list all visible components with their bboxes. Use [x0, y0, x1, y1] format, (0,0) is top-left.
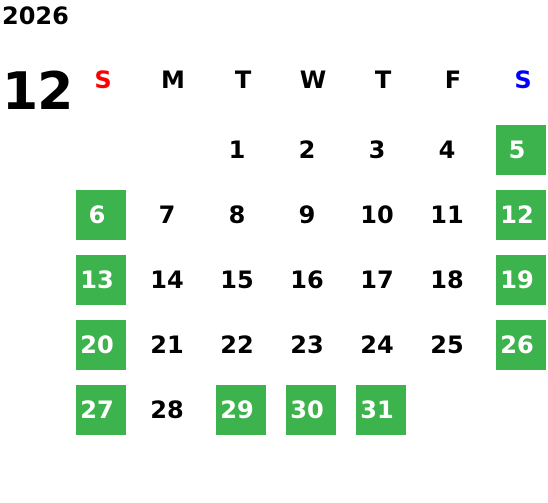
- calendar-day-holiday[interactable]: 31: [348, 385, 418, 435]
- calendar-day-holiday[interactable]: 12: [488, 190, 548, 240]
- day-number: 18: [430, 266, 464, 294]
- holiday-highlight: [496, 320, 546, 370]
- calendar-day-holiday[interactable]: 19: [488, 255, 548, 305]
- weekday-thursday: T: [374, 66, 392, 94]
- calendar-day[interactable]: 18: [418, 255, 488, 305]
- calendar-month: 12: [2, 62, 73, 122]
- day-number: 10: [360, 201, 394, 229]
- weekday-saturday: S: [514, 66, 532, 94]
- day-number: 9: [298, 201, 316, 229]
- calendar-day[interactable]: 16: [278, 255, 348, 305]
- calendar-day-holiday[interactable]: 30: [278, 385, 348, 435]
- calendar-day[interactable]: 15: [208, 255, 278, 305]
- calendar-day[interactable]: 22: [208, 320, 278, 370]
- day-number: 13: [80, 266, 114, 294]
- day-number: 25: [430, 331, 464, 359]
- calendar-day[interactable]: 24: [348, 320, 418, 370]
- holiday-highlight: [496, 125, 546, 175]
- calendar-day[interactable]: 4: [418, 125, 488, 175]
- day-number: 8: [228, 201, 246, 229]
- holiday-highlight: [76, 320, 126, 370]
- day-number: 20: [80, 331, 114, 359]
- calendar-day[interactable]: 2: [278, 125, 348, 175]
- weekday-tuesday: T: [234, 66, 252, 94]
- calendar-day[interactable]: 23: [278, 320, 348, 370]
- holiday-highlight: [496, 190, 546, 240]
- calendar-day[interactable]: 7: [138, 190, 208, 240]
- calendar-day[interactable]: 25: [418, 320, 488, 370]
- day-number: 4: [438, 136, 456, 164]
- day-number: 27: [80, 396, 114, 424]
- calendar-day-holiday[interactable]: 13: [68, 255, 138, 305]
- day-number: 29: [220, 396, 254, 424]
- weekday-header-row: S M T W T F S: [68, 62, 548, 98]
- calendar-day[interactable]: 17: [348, 255, 418, 305]
- calendar-day[interactable]: 10: [348, 190, 418, 240]
- day-number: 21: [150, 331, 184, 359]
- holiday-highlight: [76, 190, 126, 240]
- day-number: 16: [290, 266, 324, 294]
- day-number: 19: [500, 266, 534, 294]
- day-number: 2: [298, 136, 316, 164]
- calendar-day-holiday[interactable]: 20: [68, 320, 138, 370]
- weekday-wednesday: W: [299, 66, 327, 94]
- calendar-day[interactable]: 14: [138, 255, 208, 305]
- day-number: 22: [220, 331, 254, 359]
- calendar-day[interactable]: 21: [138, 320, 208, 370]
- day-number: 24: [360, 331, 394, 359]
- day-number: 28: [150, 396, 184, 424]
- calendar-day[interactable]: 3: [348, 125, 418, 175]
- holiday-highlight: [76, 385, 126, 435]
- holiday-highlight: [76, 255, 126, 305]
- day-number: 11: [430, 201, 464, 229]
- day-number: 17: [360, 266, 394, 294]
- calendar-day-holiday[interactable]: 6: [68, 190, 138, 240]
- day-number: 30: [290, 396, 324, 424]
- day-number: 5: [508, 136, 526, 164]
- day-number: 3: [368, 136, 386, 164]
- day-number: 15: [220, 266, 254, 294]
- calendar-day-holiday[interactable]: 29: [208, 385, 278, 435]
- day-number: 6: [88, 201, 106, 229]
- calendar-day[interactable]: 1: [208, 125, 278, 175]
- day-number: 26: [500, 331, 534, 359]
- day-number: 7: [158, 201, 176, 229]
- calendar-day-holiday[interactable]: 5: [488, 125, 548, 175]
- holiday-highlight: [356, 385, 406, 435]
- calendar-day[interactable]: 9: [278, 190, 348, 240]
- weekday-sunday: S: [94, 66, 112, 94]
- day-number: 14: [150, 266, 184, 294]
- calendar-year: 2026: [2, 2, 69, 30]
- calendar-day[interactable]: 11: [418, 190, 488, 240]
- day-number: 31: [360, 396, 394, 424]
- holiday-highlight: [496, 255, 546, 305]
- holiday-highlight: [216, 385, 266, 435]
- day-number: 12: [500, 201, 534, 229]
- calendar-day-holiday[interactable]: 26: [488, 320, 548, 370]
- holiday-highlight: [286, 385, 336, 435]
- calendar-day[interactable]: 28: [138, 385, 208, 435]
- calendar-day-holiday[interactable]: 27: [68, 385, 138, 435]
- day-number: 23: [290, 331, 324, 359]
- calendar-day[interactable]: 8: [208, 190, 278, 240]
- weekday-friday: F: [444, 66, 462, 94]
- day-number: 1: [228, 136, 246, 164]
- weekday-monday: M: [161, 66, 185, 94]
